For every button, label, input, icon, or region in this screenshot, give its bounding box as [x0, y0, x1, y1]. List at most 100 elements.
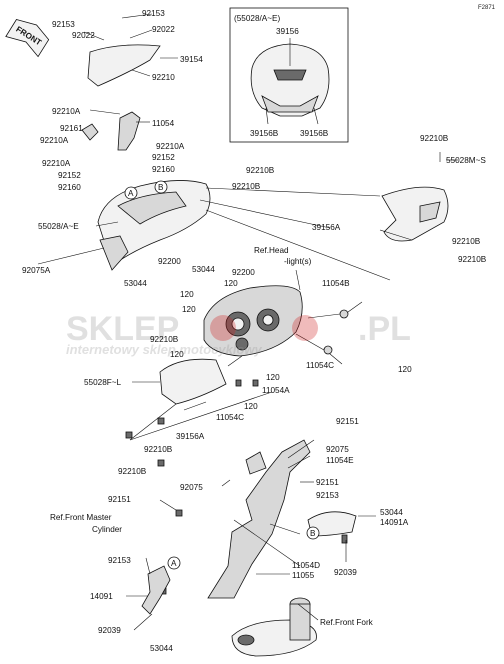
watermark-brand-right: .PL: [358, 310, 411, 348]
inset-label-39156b-right: 39156B: [300, 129, 329, 138]
grommet: [323, 345, 333, 355]
part-label: 55028/A~E: [38, 222, 79, 231]
part-label: 92210A: [42, 159, 71, 168]
windscreen: [87, 44, 161, 87]
part-label: 92210A: [156, 142, 185, 151]
part-label: 53044: [124, 279, 147, 288]
part-label: 92151: [316, 478, 339, 487]
part-label: 92075: [326, 445, 349, 454]
callout-b-lower: [306, 526, 320, 540]
part-label: 92075A: [22, 266, 51, 275]
part-label: 92210A: [52, 107, 81, 116]
part-label: 92151: [336, 417, 359, 426]
lower-stay-bracket: [207, 439, 311, 599]
inset-box: (55028/A~E) 39156 39156B 39156B: [229, 7, 349, 143]
clip: [157, 417, 165, 425]
lower-cowl-left: [159, 358, 227, 405]
part-label: 39156A: [176, 432, 205, 441]
part-label: 53044: [380, 508, 403, 517]
part-label: 39156A: [312, 223, 341, 232]
part-label: 92210B: [458, 255, 487, 264]
part-label: 39154: [180, 55, 203, 64]
part-label: 92210B: [144, 445, 173, 454]
part-label: 92210B: [232, 182, 261, 191]
part-label: 55028M~S: [446, 156, 486, 165]
part-label: 11054C: [216, 413, 244, 422]
part-label: 92200: [158, 257, 181, 266]
part-label: 92161: [60, 124, 83, 133]
part-label: 92075: [180, 483, 203, 492]
part-label: 53044: [150, 644, 173, 653]
clip: [341, 534, 348, 544]
side-cowl-right: [381, 186, 449, 242]
part-label: 92210B: [150, 335, 179, 344]
part-label: 92153: [142, 9, 165, 18]
callout-b-lower-label: B: [310, 529, 316, 538]
part-label: 92152: [152, 153, 175, 162]
part-label: 92210A: [40, 136, 69, 145]
callout-a-lower-label: A: [171, 559, 177, 568]
mirror-mount-bracket: [307, 511, 357, 537]
inset-title: (55028/A~E): [234, 14, 280, 23]
front-fork-top: [231, 597, 317, 657]
clip: [175, 509, 183, 517]
callout-a-upper-label: A: [128, 189, 134, 198]
watermark-brand-left: SKLEP: [66, 310, 179, 348]
part-label: 92039: [334, 568, 357, 577]
part-label: 120: [180, 290, 194, 299]
part-label: 92160: [58, 183, 81, 192]
left-lower-bracket: [141, 565, 171, 615]
part-label: 11054D: [292, 561, 320, 570]
inset-label-39156b-left: 39156B: [250, 129, 279, 138]
part-label: 120: [266, 373, 280, 382]
part-label: -light(s): [284, 257, 312, 266]
part-label: 120: [244, 402, 258, 411]
part-label: 92210B: [420, 134, 449, 143]
part-label: 120: [170, 350, 184, 359]
part-label: 11054A: [262, 386, 290, 395]
upper-stay: [117, 111, 141, 151]
inset-label-39156: 39156: [276, 27, 299, 36]
part-label: 92022: [152, 25, 175, 34]
part-label: 92039: [98, 626, 121, 635]
small-bracket: [81, 123, 99, 141]
headlight-assembly: [203, 285, 303, 357]
callout-a-lower: [167, 556, 181, 570]
watermark: SKLEP .PL internetowy sklep motocyklowy: [66, 310, 411, 357]
clip: [157, 459, 165, 467]
part-label: 92210: [152, 73, 175, 82]
part-label: 11054: [152, 119, 175, 128]
part-label: 92153: [52, 20, 75, 29]
part-label: Ref.Head: [254, 246, 289, 255]
clip: [252, 379, 259, 387]
callout-b-upper: [154, 180, 168, 194]
watermark-tagline: internetowy sklep motocyklowy: [66, 342, 263, 357]
part-label: 11055: [292, 571, 315, 580]
figure-code: F2871: [478, 5, 496, 11]
part-label: 92210B: [246, 166, 275, 175]
part-label: 120: [182, 305, 196, 314]
part-label: 92022: [72, 31, 95, 40]
part-label: 92152: [58, 171, 81, 180]
part-label: Ref.Front Master: [50, 513, 112, 522]
part-label: 53044: [192, 265, 215, 274]
part-label: 92210B: [452, 237, 481, 246]
part-label: 11054E: [326, 456, 354, 465]
callout-b-upper-label: B: [158, 183, 164, 192]
part-label: 92151: [108, 495, 131, 504]
clip: [125, 431, 133, 439]
part-label: 120: [224, 279, 238, 288]
part-label: 92153: [108, 556, 131, 565]
part-label: 92160: [152, 165, 175, 174]
part-label: 55028F~L: [84, 378, 122, 387]
part-label: 120: [398, 365, 412, 374]
part-label: Ref.Front Fork: [320, 618, 374, 627]
part-label: Cylinder: [92, 525, 122, 534]
part-label: 11054C: [306, 361, 334, 370]
part-label: 14091A: [380, 518, 409, 527]
part-label: 14091: [90, 592, 113, 601]
callout-a-upper: [124, 186, 138, 200]
part-label: 92153: [316, 491, 339, 500]
